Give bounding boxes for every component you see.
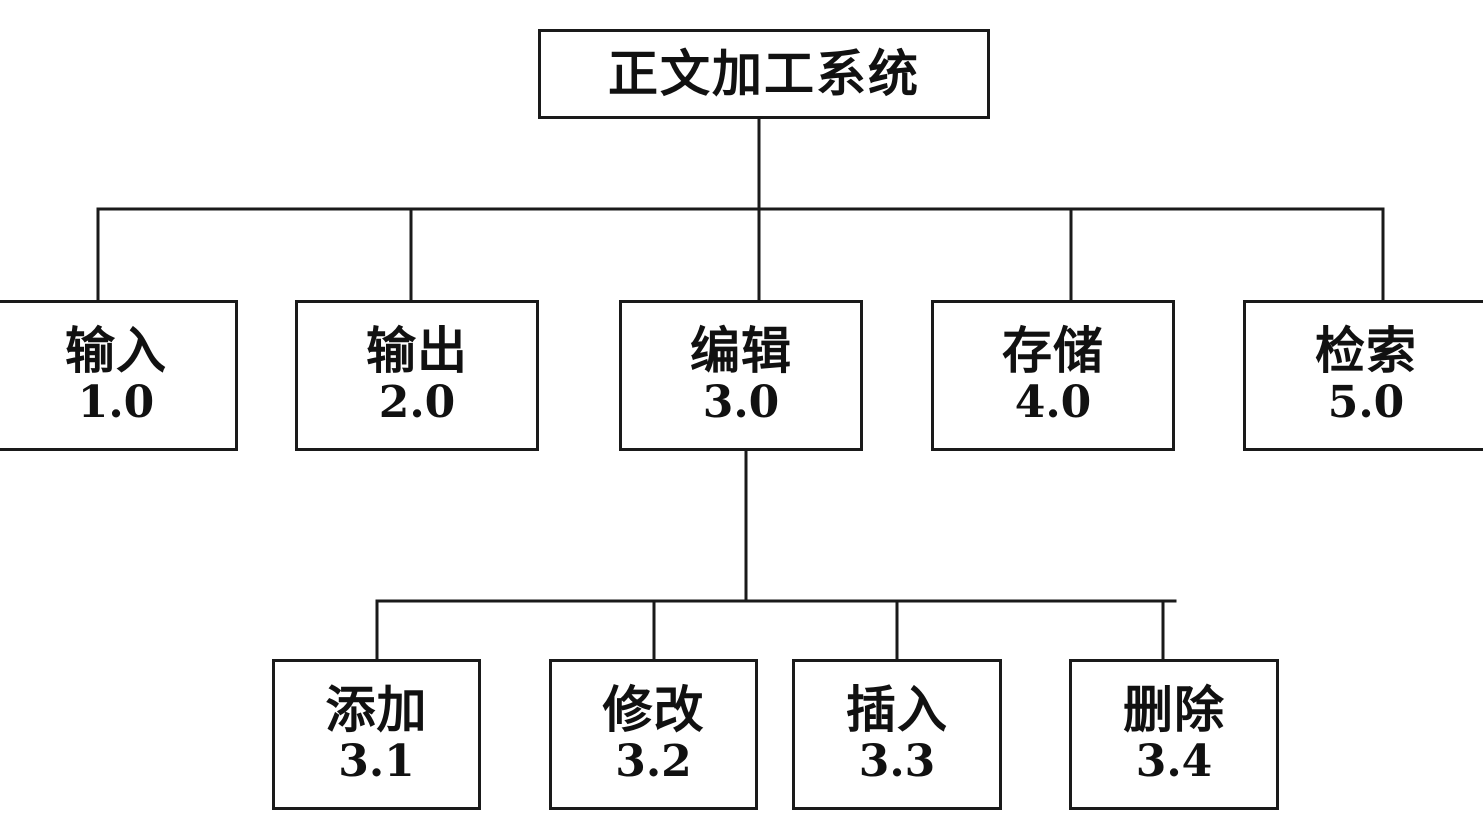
root-node: 正文加工系统: [538, 29, 990, 119]
module-number: 1.0: [77, 376, 155, 428]
module-label: 输出: [366, 321, 468, 381]
module-node-edit: 编辑 3.0: [619, 300, 863, 451]
module-node-retrieval: 检索 5.0: [1243, 300, 1483, 451]
submodule-node-add: 添加 3.1: [272, 659, 481, 810]
module-node-output: 输出 2.0: [295, 300, 539, 451]
submodule-number: 3.3: [858, 735, 936, 787]
submodule-node-insert: 插入 3.3: [792, 659, 1002, 810]
module-number: 4.0: [1014, 376, 1092, 428]
module-node-input: 输入 1.0: [0, 300, 238, 451]
submodule-label: 修改: [602, 680, 705, 740]
submodule-number: 3.1: [338, 735, 415, 787]
module-label: 检索: [1315, 321, 1417, 381]
module-number: 5.0: [1327, 376, 1405, 428]
module-number: 2.0: [378, 376, 456, 428]
root-label: 正文加工系统: [608, 43, 920, 103]
module-node-storage: 存储 4.0: [931, 300, 1175, 451]
submodule-label: 删除: [1123, 680, 1225, 740]
submodule-label: 添加: [325, 680, 428, 740]
module-label: 输入: [65, 321, 167, 381]
submodule-node-delete: 删除 3.4: [1069, 659, 1279, 810]
module-number: 3.0: [702, 376, 780, 428]
submodule-number: 3.2: [615, 735, 692, 787]
module-label: 编辑: [690, 321, 792, 381]
module-label: 存储: [1002, 321, 1104, 381]
submodule-number: 3.4: [1135, 735, 1213, 787]
submodule-label: 插入: [846, 680, 948, 740]
submodule-node-modify: 修改 3.2: [549, 659, 758, 810]
